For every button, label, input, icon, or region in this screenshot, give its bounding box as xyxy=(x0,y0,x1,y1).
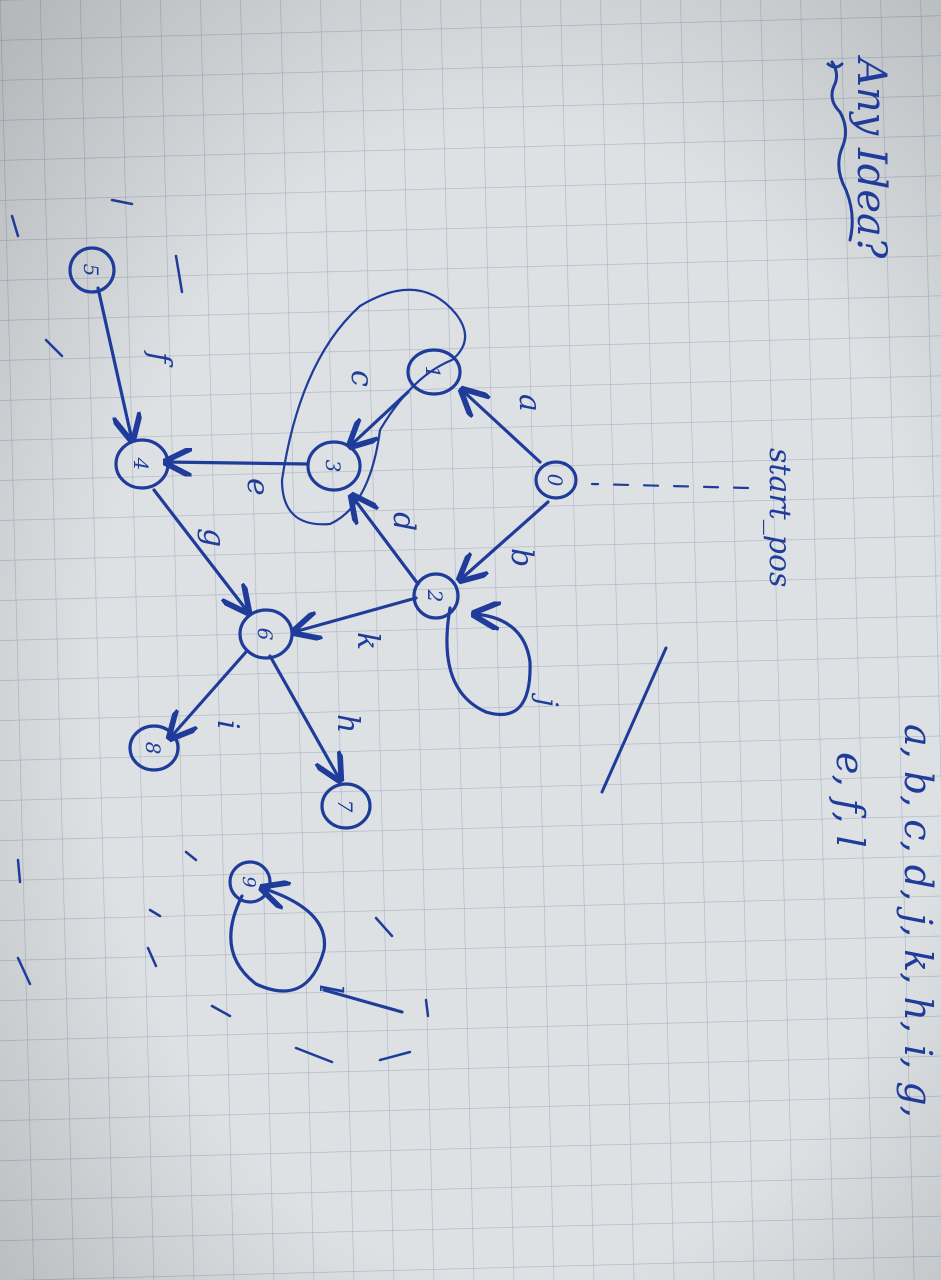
node-4-label: 4 xyxy=(129,457,153,471)
edge-0-1 xyxy=(462,390,542,464)
page-title: Any Idea? xyxy=(848,54,894,259)
title-underline xyxy=(830,60,854,242)
edge-5-4 xyxy=(96,286,132,440)
edge-1-3 xyxy=(350,390,410,446)
node-1-label: 1 xyxy=(421,366,445,379)
l-arrow-stroke xyxy=(322,988,404,1014)
edge-2-2-loop xyxy=(445,608,532,717)
left-edge-mark-1 xyxy=(16,858,22,884)
edge-2-6 xyxy=(294,596,418,632)
edge-label-b: b xyxy=(504,548,539,567)
title-group: Any Idea? xyxy=(826,54,894,259)
node-0: 0 xyxy=(534,460,578,500)
node-4: 4 xyxy=(114,438,170,490)
edge-9-9-loop xyxy=(229,888,327,993)
node-9: 9 xyxy=(228,860,272,904)
edge-label-layer: a b c d e f g k h i j l xyxy=(142,350,564,994)
edge-label-h: h xyxy=(330,714,365,733)
grouping-loop-1-3 xyxy=(280,288,467,526)
node-2-label: 2 xyxy=(423,589,447,603)
node-8: 8 xyxy=(128,724,180,772)
edge-label-a: a xyxy=(512,394,547,412)
node-7-label: 7 xyxy=(333,800,357,813)
dash-mark-node9-area-2 xyxy=(146,916,394,968)
start-pos-label: start_pos xyxy=(762,448,797,587)
node-3: 3 xyxy=(306,440,362,492)
node-9-label: 9 xyxy=(238,876,259,887)
edge-label-l: l xyxy=(312,984,350,994)
edge-2-3 xyxy=(352,496,420,586)
edge-3-4 xyxy=(166,462,310,464)
node-6: 6 xyxy=(238,608,294,660)
edge-label-k: k xyxy=(350,632,385,650)
left-edge-mark-2 xyxy=(16,956,32,986)
edge-4-6 xyxy=(152,488,248,612)
node-2: 2 xyxy=(412,572,460,620)
node-layer: 0 1 2 3 4 5 6 7 xyxy=(68,246,578,904)
edge-0-2 xyxy=(460,500,550,580)
edge-label-d: d xyxy=(386,512,421,531)
edge-6-8 xyxy=(170,650,248,738)
start-pos-dashed-pointer xyxy=(590,482,750,490)
edge-6-7 xyxy=(268,654,340,780)
dash-mark-node9-area xyxy=(148,850,430,1064)
stray-stroke-right xyxy=(600,646,668,794)
node-5: 5 xyxy=(68,246,116,294)
symbols-line-2: e, f, l xyxy=(828,752,872,848)
title-underline-tilde xyxy=(826,62,844,69)
edge-label-i: i xyxy=(210,720,245,730)
node-7: 7 xyxy=(320,782,372,830)
edge-label-g: g xyxy=(196,528,231,547)
dash-mark-node5-area xyxy=(10,198,184,358)
node-0-label: 0 xyxy=(543,474,567,487)
node-8-label: 8 xyxy=(141,742,165,755)
edge-label-e: e xyxy=(240,478,275,496)
node-6-label: 6 xyxy=(253,628,277,641)
node-1: 1 xyxy=(406,348,462,396)
edge-label-c: c xyxy=(344,370,379,387)
symbols-line-1: a, b, c, d, j, k, h, i, g, xyxy=(896,724,940,1118)
sketch-marks xyxy=(10,198,668,1064)
node-5-label: 5 xyxy=(79,264,103,277)
node-3-label: 3 xyxy=(321,460,345,473)
edge-layer xyxy=(96,286,550,993)
